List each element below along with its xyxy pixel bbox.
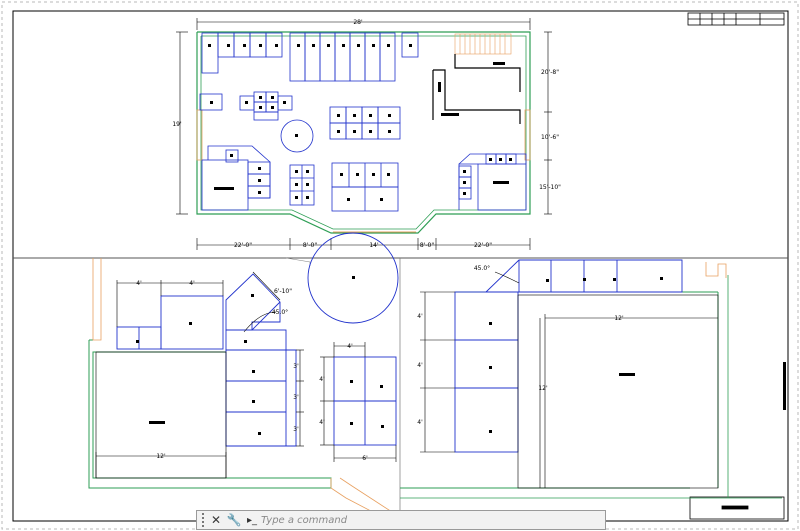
- dim-left-b: 4': [189, 280, 195, 287]
- command-prompt-icon[interactable]: ▸_: [247, 514, 258, 526]
- dim-middle-side-1: 4': [319, 376, 325, 383]
- dim-left-side-1: 3': [293, 363, 299, 370]
- dim-bottom-5: 22'-0": [474, 242, 492, 249]
- title-block-bottom: [689, 496, 785, 520]
- dim-overall-height: 19': [172, 121, 182, 128]
- close-icon[interactable]: ✕: [210, 513, 222, 527]
- dim-right-lower: 15'-10": [539, 184, 561, 191]
- command-line-bar[interactable]: ✕ 🔧 ▸_: [196, 510, 606, 530]
- sheet-edge-mark: [783, 362, 786, 410]
- dim-middle-top: 4': [347, 343, 353, 350]
- dim-right-upper: 20'-8": [541, 69, 559, 76]
- dim-bottom-3: 14': [369, 242, 379, 249]
- dim-middle-side-2: 4': [319, 419, 325, 426]
- dim-left-side-2: 3': [293, 394, 299, 401]
- dim-right-width: 12': [614, 315, 624, 322]
- dim-left-angle: 6'-10": [274, 288, 292, 295]
- dim-bottom-1: 22'-0": [234, 242, 252, 249]
- dim-right-side-2: 4': [417, 362, 423, 369]
- drawing-frame: [12, 10, 789, 522]
- dim-right-side-3: 4': [417, 419, 423, 426]
- dim-left-side-3: 3': [293, 426, 299, 433]
- dim-right-side-1: 4': [417, 313, 423, 320]
- lower-right-detail: 45.0° 12' 12' 4' 4' 4': [400, 259, 782, 499]
- dim-left-a: 4': [136, 280, 142, 287]
- dim-right-middle: 10'-6": [541, 134, 559, 141]
- dim-left-width: 12': [156, 453, 166, 460]
- dim-bottom-4: 8'-0": [420, 242, 434, 249]
- drag-grip-icon[interactable]: [199, 512, 207, 528]
- dim-bottom-2: 8'-0": [303, 242, 317, 249]
- lower-middle-detail: 4' 6' 4' 4': [319, 342, 397, 462]
- dim-overall-width: 28': [353, 19, 363, 26]
- dim-right-height: 12': [538, 385, 548, 392]
- title-block-top: [687, 12, 785, 26]
- lower-left-detail: 4' 4' 6'-10" 45.0° 12' 3' 3' 3': [88, 232, 399, 522]
- angle-right: 45.0°: [474, 265, 490, 272]
- top-floor-plan: 28' 19' 20'-8" 10'-6" 15'-10" 22'-0" 8'-…: [172, 18, 561, 250]
- angle-left: 45.0°: [272, 309, 288, 316]
- command-input[interactable]: [259, 512, 605, 528]
- wrench-icon[interactable]: 🔧: [226, 513, 242, 527]
- dim-middle-bottom: 6': [362, 455, 368, 462]
